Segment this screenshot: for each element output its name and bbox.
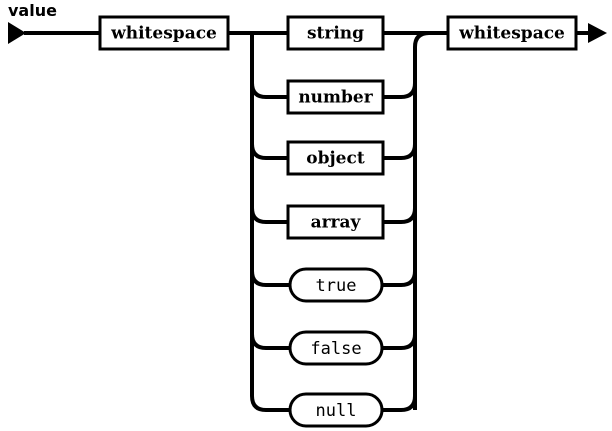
rail-fan-right-row-true <box>382 270 417 287</box>
node-true: true <box>288 267 384 303</box>
false-label: false <box>310 339 361 359</box>
rail-fan-left-row-null <box>250 395 290 412</box>
whitespace-right-label: whitespace <box>458 24 565 44</box>
string-label: string <box>307 24 364 44</box>
object-label: object <box>306 149 365 169</box>
null-pill <box>288 392 384 428</box>
array-box <box>286 204 385 240</box>
null-label: null <box>316 401 357 421</box>
true-label: true <box>316 276 357 296</box>
object-box <box>286 140 385 176</box>
node-null: null <box>288 392 384 428</box>
whitespace-left-label: whitespace <box>110 24 217 44</box>
node-whitespace-right: whitespace <box>446 15 578 51</box>
rail-fan-left-row-object <box>250 143 288 160</box>
rail-fan-left-row-true <box>250 270 290 287</box>
rail-fan-right-row-number <box>383 82 417 99</box>
array-label: array <box>311 213 362 233</box>
true-pill <box>288 267 384 303</box>
rail-fan-right-row-object <box>383 143 417 160</box>
node-whitespace-left: whitespace <box>98 15 230 51</box>
rail-fan-left-row-number <box>250 82 288 99</box>
node-false: false <box>288 330 384 366</box>
rail-fan-right-top-corner <box>413 31 430 48</box>
number-box <box>286 79 385 115</box>
node-number: number <box>286 79 385 115</box>
start-arrow-icon <box>8 22 26 44</box>
rail-fan-right-row-array <box>383 207 417 224</box>
node-object: object <box>286 140 385 176</box>
false-pill <box>288 330 384 366</box>
rail-fan-left-row-false <box>250 333 290 350</box>
node-string: string <box>286 15 385 51</box>
string-box <box>286 15 385 51</box>
node-array: array <box>286 204 385 240</box>
number-label: number <box>298 88 373 108</box>
rail-fan-right-row-null <box>382 395 417 412</box>
rail-fan-right-row-false <box>382 333 417 350</box>
rail-fan-left-row-array <box>250 207 288 224</box>
whitespace-right-box <box>446 15 578 51</box>
end-arrow-icon <box>588 23 607 43</box>
diagram-title: value <box>8 1 57 20</box>
